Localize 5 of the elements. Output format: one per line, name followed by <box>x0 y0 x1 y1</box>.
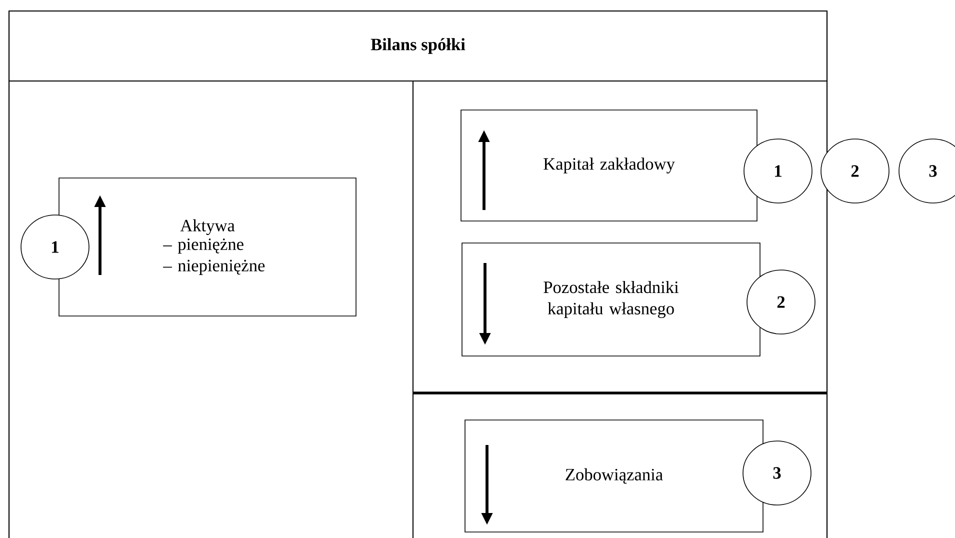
header-cell: Bilans spółki <box>8 10 828 82</box>
account-box: Aktywa – pieniężne – niepieniężne <box>58 178 356 316</box>
account-box: Zobowiązania <box>464 420 764 532</box>
account-box: Kapitał zakładowy <box>460 110 758 222</box>
account-box: Pozostałe składniki kapitału własnego <box>462 242 760 356</box>
